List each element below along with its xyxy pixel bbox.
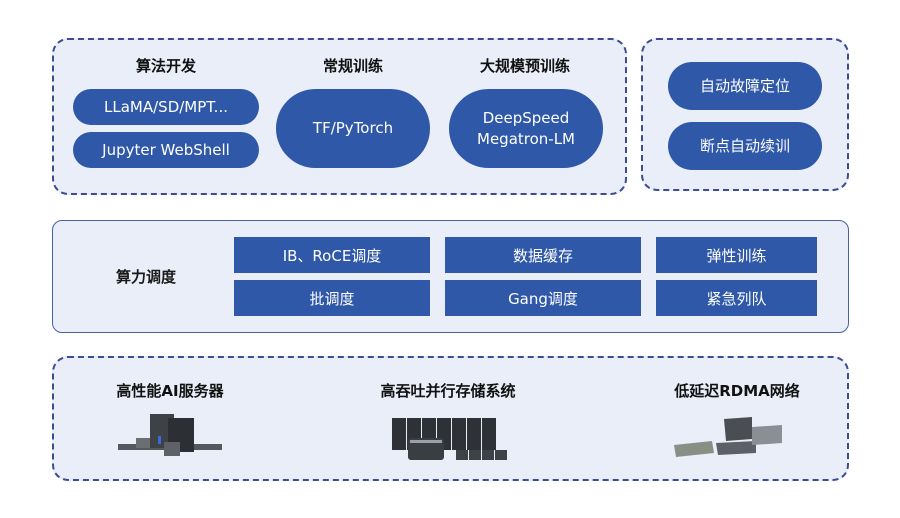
column-heading-algorithm-dev: 算法开发 bbox=[135, 57, 196, 75]
pill-llama-sd-mpt: LLaMA/SD/MPT... bbox=[73, 89, 259, 125]
storage-icon bbox=[392, 418, 507, 460]
pill-tf-pytorch: TF/PyTorch bbox=[276, 89, 430, 168]
pill-deepspeed: DeepSpeed bbox=[482, 109, 570, 128]
column-heading-large-pretraining: 大规模预训练 bbox=[479, 57, 570, 75]
pill-deepspeed-megatron: DeepSpeed Megatron-LM bbox=[449, 89, 603, 168]
cell-gang-scheduling: Gang调度 bbox=[445, 280, 641, 316]
cell-data-cache: 数据缓存 bbox=[445, 237, 641, 273]
pill-jupyter-webshell: Jupyter WebShell bbox=[73, 132, 259, 168]
hw-label-ai-server: 高性能AI服务器 bbox=[116, 382, 224, 400]
scheduling-label: 算力调度 bbox=[116, 268, 177, 286]
column-heading-regular-training: 常规训练 bbox=[322, 57, 383, 75]
cell-ib-roce: IB、RoCE调度 bbox=[234, 237, 430, 273]
pill-checkpoint-resume: 断点自动续训 bbox=[668, 122, 822, 170]
cell-emergency-queue: 紧急列队 bbox=[656, 280, 817, 316]
cell-batch-scheduling: 批调度 bbox=[234, 280, 430, 316]
pill-megatron-lm: Megatron-LM bbox=[477, 129, 575, 148]
hw-label-rdma-network: 低延迟RDMA网络 bbox=[674, 382, 800, 400]
network-switch-icon bbox=[674, 417, 782, 457]
server-icon bbox=[118, 414, 222, 456]
pill-auto-fault-location: 自动故障定位 bbox=[668, 62, 822, 110]
hw-label-storage: 高吞吐并行存储系统 bbox=[380, 382, 516, 400]
cell-elastic-training: 弹性训练 bbox=[656, 237, 817, 273]
